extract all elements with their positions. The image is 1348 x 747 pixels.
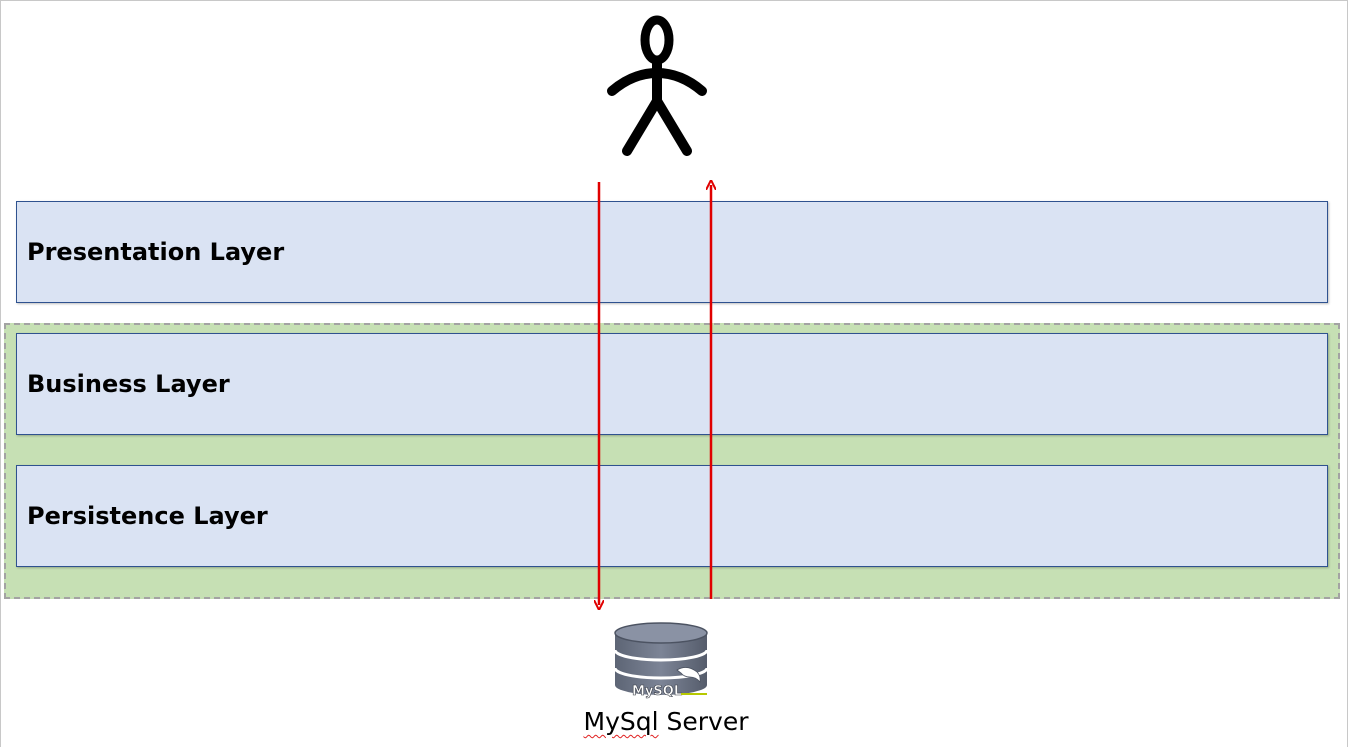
mysql-logo-text: MySQL [632, 684, 682, 699]
presentation-layer-box: Presentation Layer [16, 201, 1328, 303]
business-layer-box: Business Layer [16, 333, 1328, 435]
presentation-layer-label: Presentation Layer [27, 238, 285, 266]
persistence-layer-box: Persistence Layer [16, 465, 1328, 567]
persistence-layer-label: Persistence Layer [27, 502, 268, 530]
stick-figure-user-icon [607, 15, 707, 156]
database-caption-suffix: Server [658, 707, 749, 736]
mysql-logo-underline [681, 693, 707, 695]
database-caption-name: MySql [583, 707, 659, 736]
database-cylinder-icon [613, 622, 709, 695]
business-layer-label: Business Layer [27, 370, 230, 398]
database-caption: MySql Server [561, 707, 771, 736]
